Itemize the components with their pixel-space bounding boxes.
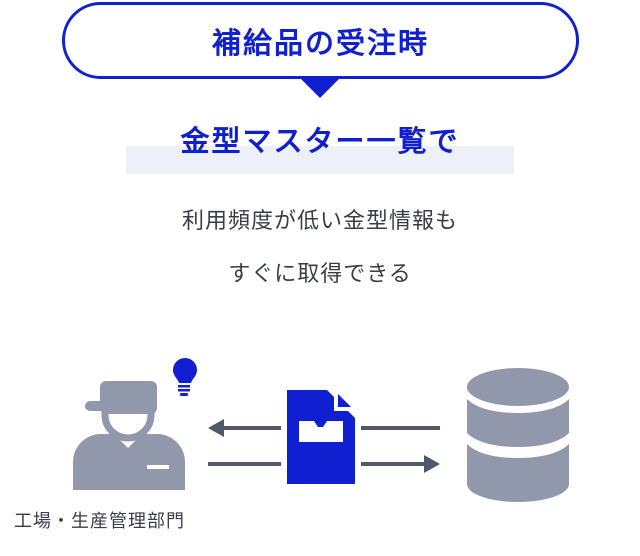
bubble-pointer xyxy=(300,78,340,98)
arrow-line-upper-right xyxy=(361,426,440,430)
heading: 金型マスター一覧で xyxy=(180,124,460,158)
description-line-1: 利用頻度が低い金型情報も xyxy=(181,209,458,234)
heading-highlight xyxy=(126,146,514,174)
arrow-right-icon xyxy=(361,455,440,473)
lightbulb-icon xyxy=(173,358,197,396)
description-line-2: すぐに取得できる xyxy=(228,262,412,287)
scenario-title: 補給品の受注時 xyxy=(211,25,429,60)
arrow-left-icon xyxy=(208,419,281,437)
illustration xyxy=(73,358,569,502)
department-label: 工場・生産管理部門 xyxy=(14,511,185,532)
arrow-line-lower-left xyxy=(208,462,281,466)
document-icon xyxy=(287,390,355,484)
scenario-bubble: 補給品の受注時 xyxy=(62,2,579,79)
worker-icon xyxy=(73,381,185,490)
database-icon xyxy=(467,368,569,502)
